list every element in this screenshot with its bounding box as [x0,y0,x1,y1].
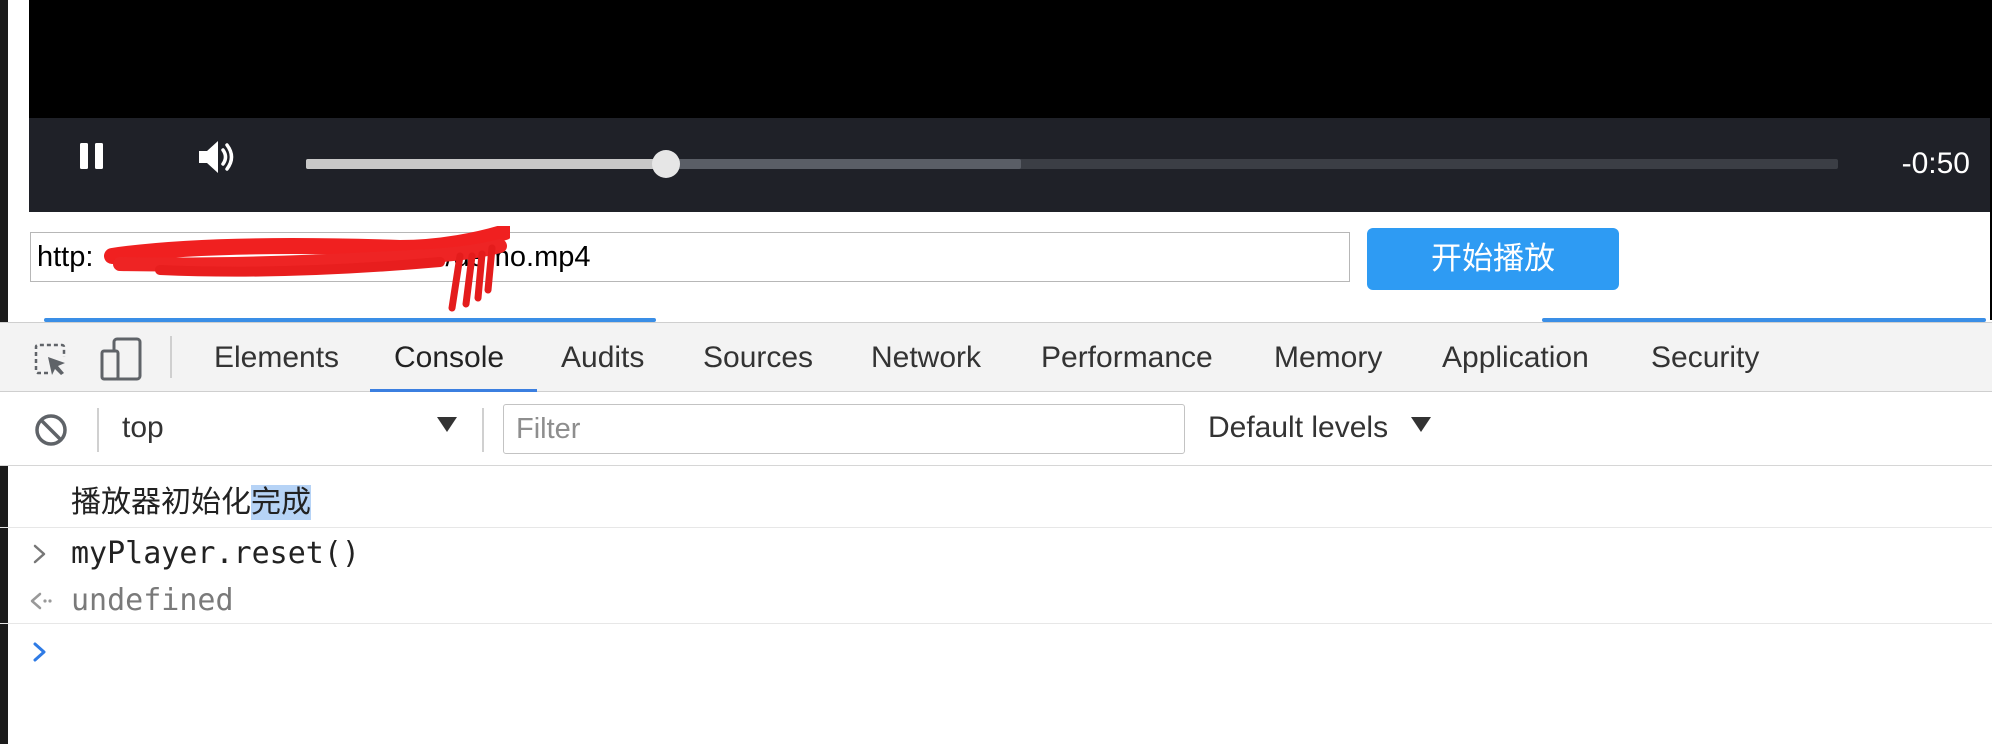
console-prompt-icon[interactable] [30,637,50,667]
log-text-selected: 完成 [251,485,311,520]
tab-application[interactable]: Application [1442,341,1589,374]
tab-audits[interactable]: Audits [561,341,645,374]
log-levels-dropdown[interactable]: Default levels [1208,411,1389,444]
console-log-message: 播放器初始化完成 [71,484,311,522]
console-row-divider [0,623,1992,624]
tab-bar-separator [170,336,172,378]
right-edge [1990,0,1992,320]
tab-console[interactable]: Console [394,341,505,374]
page-button-edge-left [44,318,656,322]
result-arrow-icon [30,592,52,610]
start-play-button[interactable]: 开始播放 [1367,228,1619,290]
devtools-tab-bar [0,322,1992,392]
seek-thumb[interactable] [652,150,681,178]
tab-network[interactable]: Network [871,341,982,374]
tab-security[interactable]: Security [1651,341,1760,374]
tab-sources[interactable]: Sources [703,341,814,374]
played-bar [306,159,667,169]
console-filter-input[interactable]: Filter [503,404,1185,454]
tab-performance[interactable]: Performance [1041,341,1213,374]
url-prefix: http: [37,241,94,273]
volume-icon[interactable] [196,137,238,177]
video-viewport[interactable] [29,0,1992,118]
tab-elements[interactable]: Elements [214,341,340,374]
seek-track[interactable] [306,159,1838,169]
redaction-scribble [104,226,510,312]
device-toolbar-icon[interactable] [100,337,142,381]
inspect-element-icon[interactable] [34,343,68,377]
chevron-down-icon[interactable] [1410,415,1432,433]
console-row-divider [0,527,1992,528]
active-tab-indicator [370,389,537,392]
toolbar-separator [482,408,484,452]
context-selector[interactable]: top [122,411,164,444]
console-input-echo: myPlayer.reset() [71,536,360,571]
console-result: undefined [71,583,234,618]
time-remaining: -0:50 [1901,147,1970,180]
tab-memory[interactable]: Memory [1274,341,1383,374]
log-text: 播放器初始化 [71,485,251,520]
pause-icon[interactable] [78,141,106,171]
input-chevron-icon [33,544,46,564]
toolbar-separator [97,408,99,452]
clear-console-icon[interactable] [33,412,69,448]
page-button-edge-right [1542,318,1986,322]
chevron-down-icon[interactable] [436,415,458,433]
